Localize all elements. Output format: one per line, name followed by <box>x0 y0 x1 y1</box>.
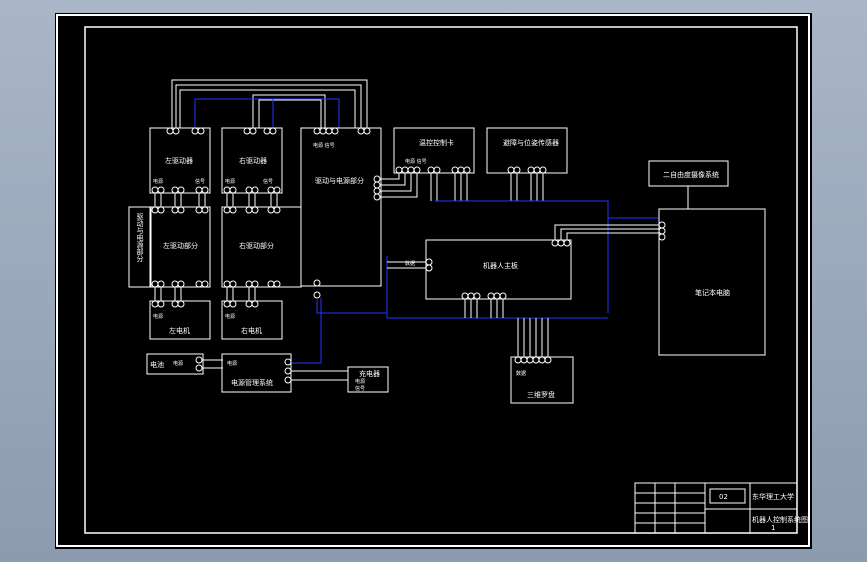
label-right-mech: 右驱动器 <box>239 156 267 165</box>
connectors-battery <box>195 356 203 372</box>
top-blue-wire-2 <box>273 98 340 128</box>
block-side-vertical <box>128 206 152 288</box>
connectors-sensor <box>507 166 547 174</box>
connectors-right-mech <box>223 127 281 194</box>
label-right-motor: 右电机 <box>241 326 262 335</box>
title-code: 02 <box>719 493 728 501</box>
battery-wires <box>202 359 223 369</box>
pin-left-mech-sig: 信号 <box>195 178 205 185</box>
connectors-big <box>658 221 666 241</box>
block-power-out <box>347 366 389 393</box>
pin-right-mech-sig: 信号 <box>263 178 273 185</box>
block-power-mgmt <box>221 353 292 393</box>
label-big: 笔记本电脑 <box>695 288 730 297</box>
label-side-vertical: 驱动与电源部分 <box>136 213 144 263</box>
pin-battery-out: 电源 <box>173 360 183 367</box>
pin-out-a: 电源 <box>355 378 365 385</box>
pin-right-motor-pw: 电源 <box>225 313 235 320</box>
block-sensor <box>486 127 568 174</box>
main-board-wires <box>387 224 659 357</box>
power-mgmt-wires <box>291 370 348 381</box>
label-sensor: 避障与位姿传感器 <box>503 138 559 147</box>
connectors-signal-unit <box>313 127 381 299</box>
pin-right-mech-pw: 电源 <box>225 178 235 185</box>
label-main-board: 机器人主板 <box>483 261 518 270</box>
connectors-temp-ctrl <box>395 166 471 174</box>
top-blue-wire <box>194 98 274 128</box>
label-left-motor-ctrl: 左驱动部分 <box>163 241 198 250</box>
label-left-mech: 左驱动器 <box>165 156 193 165</box>
label-lcd: 二自由度摄像系统 <box>663 170 719 179</box>
title-sheet: 1 <box>771 524 775 532</box>
label-power-out: 充电器 <box>359 369 380 378</box>
label-left-motor: 左电机 <box>169 326 190 335</box>
title-block <box>634 482 798 534</box>
block-battery <box>146 353 204 375</box>
block-temp-ctrl <box>393 127 475 174</box>
label-power-mgmt: 电源管理系统 <box>231 378 273 387</box>
pin-mgmt-in: 电源 <box>227 360 237 367</box>
connectors-motors <box>151 300 259 308</box>
mid-white-wires <box>380 173 544 201</box>
pin-main-in: 数据 <box>405 260 415 267</box>
label-temp-ctrl: 温控控制卡 <box>419 138 454 147</box>
block-right-motor-ctrl <box>221 206 302 288</box>
connectors-third <box>514 356 552 364</box>
pin-temp-pw-sig: 电源 信号 <box>405 158 427 165</box>
pin-left-motor-pw: 电源 <box>153 313 163 320</box>
block-right-motor <box>221 300 283 340</box>
blue-bus <box>291 200 609 364</box>
connectors-power-mgmt <box>284 358 292 384</box>
title-school: 东华理工大学 <box>752 492 794 501</box>
title-project: 机器人控制系统图 <box>752 515 808 524</box>
block-signal-unit <box>300 127 382 287</box>
connectors-left-mech <box>151 127 209 194</box>
motor-ctrl-links <box>154 193 278 301</box>
top-white-wires <box>171 79 368 128</box>
outer-frame <box>56 14 810 547</box>
pin-out-b: 信号 <box>355 385 365 392</box>
pin-third-data: 数据 <box>516 370 526 377</box>
label-signal-unit: 驱动与电源部分 <box>315 176 364 185</box>
label-battery: 电池 <box>150 360 164 369</box>
pin-signal-pw-sig: 电源 信号 <box>313 142 335 149</box>
label-right-motor-ctrl: 右驱动部分 <box>239 241 274 250</box>
block-big <box>658 208 766 356</box>
label-third: 三维罗盘 <box>527 390 555 399</box>
pin-left-mech-pw: 电源 <box>153 178 163 185</box>
inner-frame <box>84 26 798 534</box>
schematic-canvas: 左驱动器 电源 信号 右驱动器 电源 信号 驱动与电源部分 电源 信号 驱动与电… <box>56 14 810 547</box>
drawing-sheet: 左驱动器 电源 信号 右驱动器 电源 信号 驱动与电源部分 电源 信号 驱动与电… <box>55 13 812 549</box>
